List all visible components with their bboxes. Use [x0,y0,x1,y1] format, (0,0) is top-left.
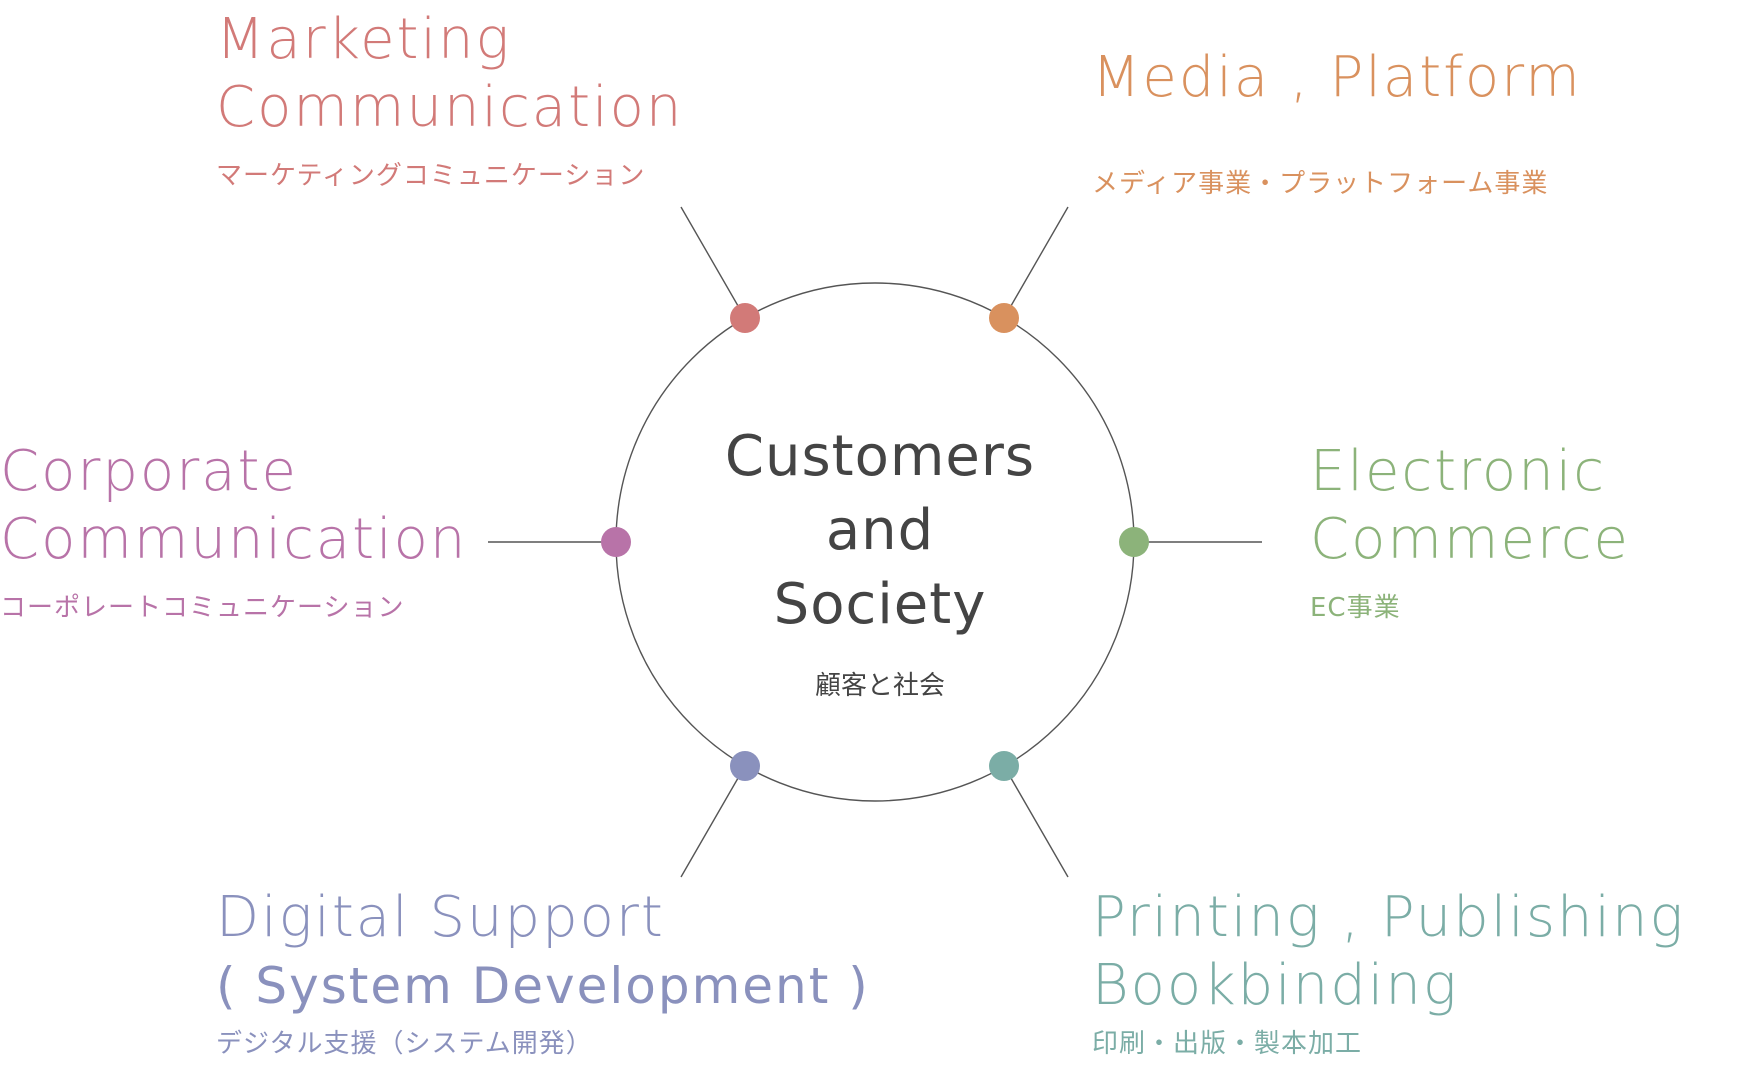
segment-printing: Printing , Publishing Bookbinding 印刷・出版・… [1092,884,1685,1064]
segment-corporate-en-1: Corporate [0,439,298,504]
segment-marketing-en-2: Communication [216,75,684,140]
segment-corporate: Corporate Communication コーポレートコミュニケーション [0,438,467,628]
connector-marketing [680,206,746,319]
segment-digital-en-1: Digital Support [216,885,665,950]
segment-marketing-jp: マーケティングコミュニケーション [216,161,646,191]
node-dot-media [989,303,1019,333]
node-dot-ec [1119,527,1149,557]
segment-digital-en-2: ( System Development ) [216,957,870,1015]
center-label: Customers and Society 顧客と社会 [680,420,1080,706]
segment-ec-en-1: Electronic [1310,439,1607,504]
segment-media-en-1: Media , Platform [1092,45,1582,110]
connector-digital [680,765,746,878]
segment-ec-en-2: Commerce [1310,507,1630,572]
segment-marketing-en-1: Marketing [216,7,512,72]
node-dot-marketing [730,303,760,333]
segment-corporate-jp: コーポレートコミュニケーション [0,593,405,623]
segment-corporate-en-2: Communication [0,507,468,572]
segment-ec: Electronic Commerce EC事業 [1310,438,1630,628]
node-dot-corporate [601,527,631,557]
segment-printing-jp: 印刷・出版・製本加工 [1092,1029,1363,1059]
center-line-3: Society [773,572,987,637]
center-jp: 顧客と社会 [814,671,945,701]
segment-ec-jp: EC事業 [1310,593,1401,623]
center-line-1: Customers [724,424,1036,489]
connector-media [1003,206,1069,319]
segment-digital: Digital Support ( System Development ) デ… [216,884,870,1064]
segment-media: Media , Platform メディア事業・プラットフォーム事業 [1092,44,1582,204]
center-line-2: and [825,498,935,563]
segment-printing-en-1: Printing , Publishing [1092,885,1686,950]
node-dot-digital [730,751,760,781]
segment-printing-en-2: Bookbinding [1092,953,1459,1018]
segment-marketing: Marketing Communication マーケティングコミュニケーション [216,6,683,196]
segment-digital-jp: デジタル支援（システム開発） [216,1029,593,1059]
node-dot-printing [989,751,1019,781]
connector-printing [1003,765,1069,878]
segment-media-jp: メディア事業・プラットフォーム事業 [1092,169,1549,199]
